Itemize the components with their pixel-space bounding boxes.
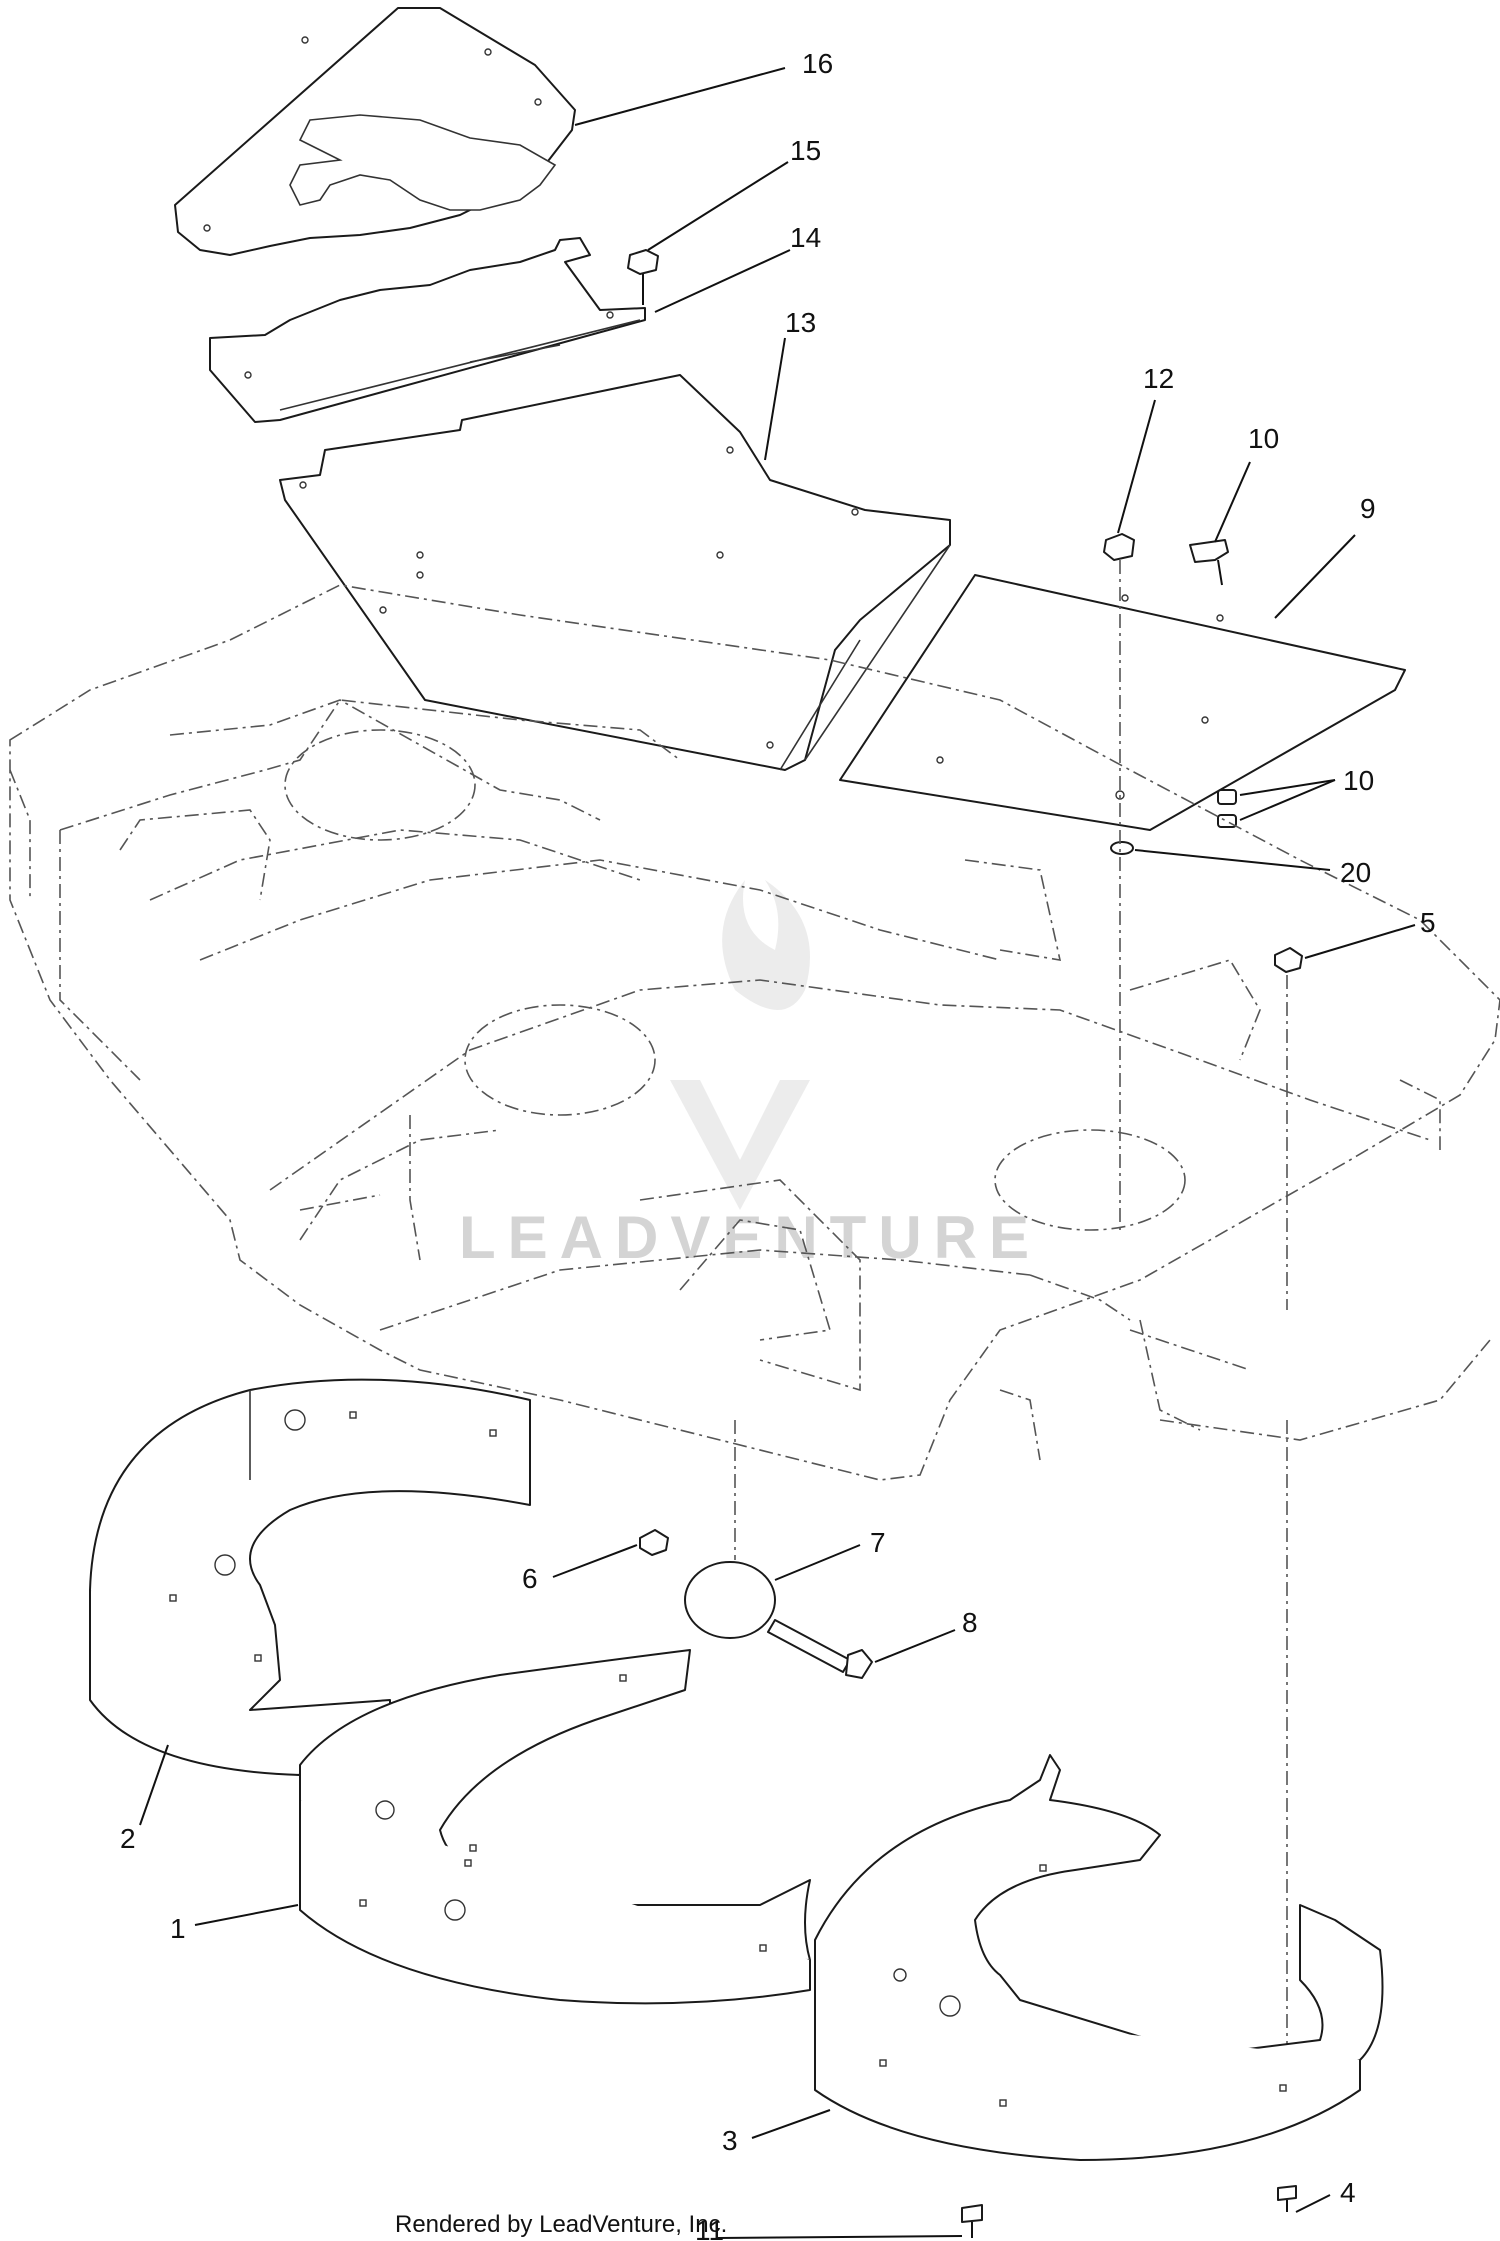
part-5-nut	[1274, 947, 1303, 973]
callout-5: 5	[1420, 907, 1436, 938]
callout-12: 12	[1143, 363, 1174, 394]
callout-6: 6	[522, 1563, 538, 1594]
part-15-bolt	[627, 249, 659, 305]
part-14-bracket	[209, 237, 646, 423]
watermark-text: LEADVENTURE	[459, 1204, 1041, 1271]
part-8-bolt	[767, 1619, 873, 1679]
callout-3: 3	[722, 2125, 738, 2156]
part-9-right-plate	[839, 574, 1406, 831]
part-13-center-plate	[279, 374, 951, 771]
callout-9: 9	[1360, 493, 1376, 524]
part-2-left-baffle	[89, 1378, 531, 1776]
callout-10-nuts: 10	[1343, 765, 1374, 796]
part-12-bolt	[1103, 533, 1135, 561]
part-3-right-baffle	[814, 1754, 1384, 2161]
callout-15: 15	[790, 135, 821, 166]
part-10-knob	[1189, 539, 1229, 586]
part-10-nuts	[1217, 789, 1237, 828]
render-credit: Rendered by LeadVenture, Inc.	[395, 2211, 727, 2238]
part-1-center-baffle	[299, 1649, 811, 2005]
part-16-shield	[174, 7, 576, 256]
leader-lines	[139, 67, 1416, 2239]
part-11-bolt	[961, 2204, 983, 2238]
part-6-nut	[639, 1529, 669, 1556]
callout-8: 8	[962, 1607, 978, 1638]
callout-1: 1	[170, 1913, 186, 1944]
callout-4: 4	[1340, 2177, 1356, 2208]
callout-20: 20	[1340, 857, 1371, 888]
assembly-lines	[734, 560, 1288, 2120]
callout-16: 16	[802, 48, 833, 79]
callout-7: 7	[870, 1527, 886, 1558]
callout-labels: 16 15 14 13 12 10 9 10 20 5 7 6 8 2 1 3 …	[120, 48, 1436, 2241]
part-20-washer	[1110, 841, 1134, 855]
callout-13: 13	[785, 307, 816, 338]
part-4-bolt	[1277, 2185, 1297, 2212]
watermark-logo	[670, 880, 810, 1210]
callout-10-top: 10	[1248, 423, 1279, 454]
callout-14: 14	[790, 222, 821, 253]
part-7-roller	[684, 1561, 776, 1639]
callout-11: 11	[695, 2215, 724, 2241]
mower-deck-outline	[9, 584, 1500, 1481]
callout-2: 2	[120, 1823, 136, 1854]
